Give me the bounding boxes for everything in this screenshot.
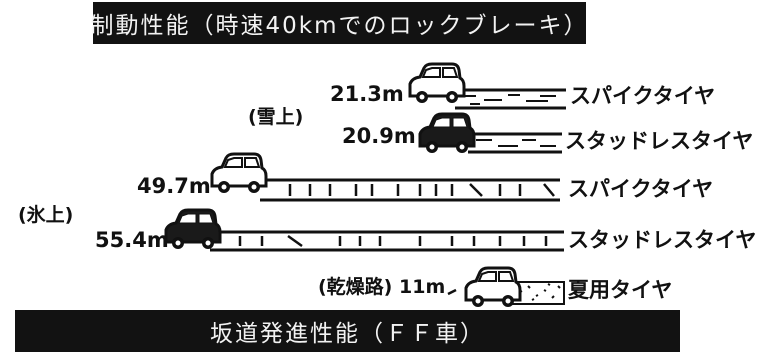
road-strip-ice-spike: [260, 178, 560, 202]
car-icon: [418, 112, 476, 155]
road-strip-snow-studless: [468, 132, 562, 154]
road-strip-snow-spike: [455, 88, 566, 110]
car-icon: [464, 266, 522, 309]
tire-label-ice-studless: スタッドレスタイヤ: [568, 228, 757, 252]
distance-label-ice-studless: 55.4m: [95, 228, 169, 252]
distance-label-snow-studless: 20.9m: [342, 124, 416, 148]
distance-label-dry-summer: (乾燥路) 11m: [318, 278, 445, 297]
group-label-snow: (雪上): [248, 106, 304, 128]
car-icon: [164, 208, 222, 251]
tire-label-ice-spike: スパイクタイヤ: [568, 177, 714, 201]
car-icon: [210, 152, 268, 195]
banner-title: 制動性能（時速40kmでのロックブレーキ）: [90, 13, 589, 39]
tire-label-snow-studless: スタッドレスタイヤ: [565, 129, 754, 153]
distance-value-dry: 11m: [399, 276, 446, 298]
distance-label-snow-spike: 21.3m: [330, 82, 404, 106]
tire-label-dry-summer: 夏用タイヤ: [568, 278, 673, 302]
banner-title: 坂道発進性能（ＦＦ車）: [210, 321, 485, 347]
tire-label-snow-spike: スパイクタイヤ: [570, 84, 716, 108]
road-strip-dry-summer: [447, 281, 565, 305]
group-label-ice: (氷上): [18, 204, 74, 226]
road-strip-ice-studless: [210, 230, 564, 252]
hill-start-performance-banner: 坂道発進性能（ＦＦ車）: [15, 310, 680, 352]
group-label-dry: (乾燥路): [318, 276, 393, 298]
distance-label-ice-spike: 49.7m: [137, 174, 211, 198]
braking-performance-banner: 制動性能（時速40kmでのロックブレーキ）: [90, 2, 589, 44]
car-icon: [408, 62, 466, 105]
